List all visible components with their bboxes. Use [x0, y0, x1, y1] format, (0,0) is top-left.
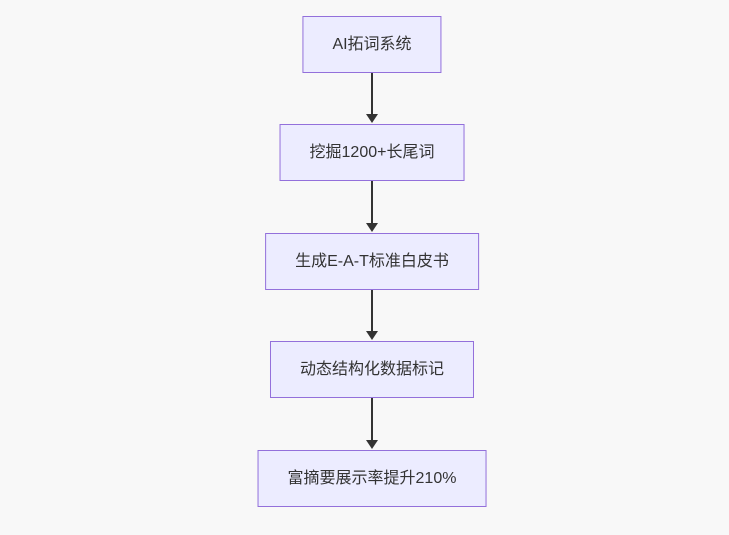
flow-arrow-1 — [366, 73, 378, 123]
arrow-shaft — [371, 181, 373, 224]
arrow-shaft — [371, 290, 373, 332]
arrow-down-icon — [366, 223, 378, 232]
arrow-shaft — [371, 398, 373, 441]
arrow-down-icon — [366, 331, 378, 340]
arrow-down-icon — [366, 114, 378, 123]
flow-node-rich-snippet-result: 富摘要展示率提升210% — [257, 450, 487, 507]
arrow-down-icon — [366, 440, 378, 449]
flow-node-eat-whitepaper: 生成E-A-T标准白皮书 — [265, 233, 479, 290]
flow-node-longtail-mining: 挖掘1200+长尾词 — [279, 124, 465, 181]
flow-arrow-2 — [366, 181, 378, 232]
arrow-shaft — [371, 73, 373, 115]
flow-node-ai-keyword-system: AI拓词系统 — [302, 16, 442, 73]
flow-node-structured-data-markup: 动态结构化数据标记 — [269, 341, 475, 398]
flow-arrow-3 — [366, 290, 378, 340]
flow-arrow-4 — [366, 398, 378, 449]
